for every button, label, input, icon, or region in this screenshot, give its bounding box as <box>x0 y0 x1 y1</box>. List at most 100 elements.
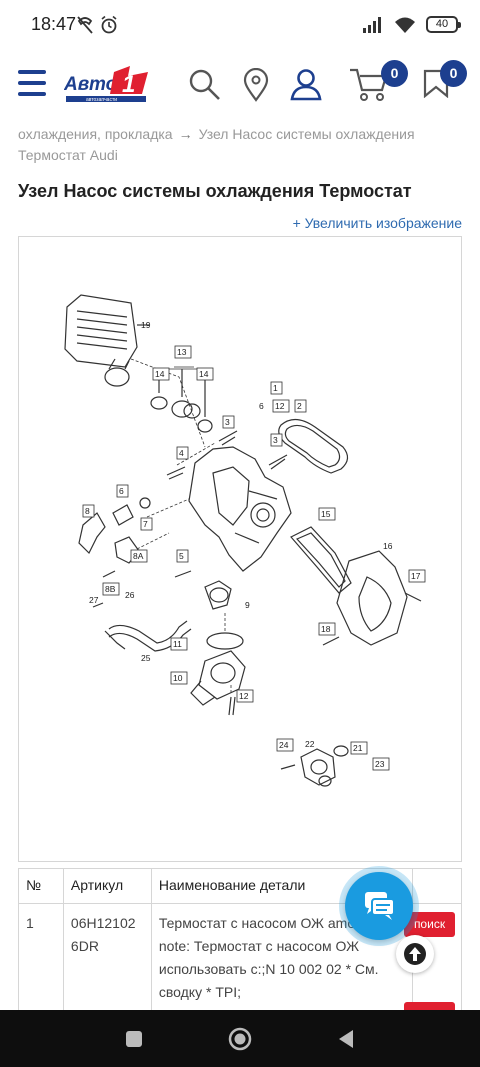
account-icon[interactable] <box>290 68 322 102</box>
callout-label[interactable]: 12 <box>275 401 285 411</box>
col-header-article: Артикул <box>62 868 152 904</box>
callout-box <box>276 738 294 752</box>
breadcrumb-separator: → <box>178 126 193 142</box>
callout-box <box>372 757 390 771</box>
callout-label[interactable]: 11 <box>173 639 182 649</box>
callout-label[interactable]: 8B <box>105 584 116 594</box>
chat-button[interactable] <box>345 872 413 940</box>
callout-label[interactable]: 13 <box>177 347 187 357</box>
mute-call-icon <box>77 16 93 34</box>
breadcrumb: охлаждения, прокладка → Узел Насос системы… <box>18 124 468 166</box>
breadcrumb-current-cont: Термостат Audi <box>18 147 118 163</box>
callout-box <box>130 549 148 563</box>
parts-table: № Артикул Наименование детали 1 06H12102… <box>18 868 462 1030</box>
callout-label[interactable]: 14 <box>199 369 209 379</box>
status-bar: 18:47 40 <box>0 0 480 52</box>
callout-label[interactable]: 26 <box>125 590 135 600</box>
callout-box <box>102 582 120 596</box>
cart-count-badge: 0 <box>381 60 408 87</box>
page-title: Узел Насос системы охлаждения Термостат <box>18 181 412 201</box>
callout-label[interactable]: 3 <box>273 435 278 445</box>
col-header-number: № <box>18 868 64 904</box>
callout-label[interactable]: 8A <box>133 551 144 561</box>
callout-label[interactable]: 1 <box>273 383 278 393</box>
callout-label[interactable]: 10 <box>173 673 183 683</box>
wifi-icon <box>395 17 415 33</box>
callout-label[interactable]: 5 <box>179 551 184 561</box>
callout-label[interactable]: 25 <box>141 653 151 663</box>
callout-box <box>170 637 188 651</box>
svg-text:Авто: Авто <box>64 74 117 95</box>
search-part-button-next[interactable] <box>404 1002 455 1010</box>
cell-name: Термостат с насосом ОЖ amount: 1; note: … <box>150 903 414 1013</box>
site-header: Авто 1 автозапчасти 0 0 <box>0 52 480 122</box>
col-header-action <box>412 868 462 904</box>
wishlist-count-badge: 0 <box>440 60 467 87</box>
callout-label[interactable]: 21 <box>353 743 363 753</box>
breadcrumb-current: Узел Насос системы охлаждения <box>198 126 415 142</box>
callout-box <box>170 671 188 685</box>
table-row: 1 06H12102 6DR Термостат с насосом ОЖ am… <box>18 903 462 1013</box>
callout-box <box>270 381 283 395</box>
callout-box <box>176 549 189 563</box>
cell-article: 06H12102 6DR <box>62 903 152 1013</box>
callout-label[interactable]: 6 <box>259 401 264 411</box>
callout-box <box>174 345 192 359</box>
back-icon[interactable] <box>336 1028 356 1050</box>
menu-icon[interactable] <box>18 70 46 96</box>
callout-box <box>82 504 95 518</box>
callout-box <box>350 741 368 755</box>
callout-label[interactable]: 19 <box>141 320 151 330</box>
callout-box <box>272 399 290 413</box>
callout-label[interactable]: 8 <box>85 506 90 516</box>
system-nav-bar <box>0 1010 480 1067</box>
callout-box <box>140 517 153 531</box>
svg-text:1: 1 <box>122 71 135 98</box>
callout-box <box>176 446 189 460</box>
callout-label[interactable]: 27 <box>89 595 99 605</box>
breadcrumb-prev[interactable]: охлаждения, прокладка <box>18 126 173 142</box>
callout-label[interactable]: 16 <box>383 541 393 551</box>
callout-label[interactable]: 18 <box>321 624 331 634</box>
callout-box <box>116 484 129 498</box>
callout-box <box>222 415 235 429</box>
signal-icon <box>363 16 381 33</box>
callout-box <box>408 569 426 583</box>
callout-label[interactable]: 22 <box>305 739 315 749</box>
svg-text:автозапчасти: автозапчасти <box>86 97 117 103</box>
callout-label[interactable]: 24 <box>279 740 289 750</box>
scroll-to-top-button[interactable] <box>396 935 434 973</box>
callout-label[interactable]: 12 <box>239 691 249 701</box>
cell-number: 1 <box>18 903 64 1013</box>
callout-label[interactable]: 7 <box>143 519 148 529</box>
callout-label[interactable]: 23 <box>375 759 385 769</box>
callout-label[interactable]: 17 <box>411 571 421 581</box>
avto1-logo[interactable]: Авто 1 автозапчасти <box>64 64 152 104</box>
callout-label[interactable]: 4 <box>179 448 184 458</box>
callout-label[interactable]: 2 <box>297 401 302 411</box>
home-icon[interactable] <box>228 1027 252 1051</box>
alarm-icon <box>101 15 117 34</box>
status-time: 18:47 <box>31 14 77 34</box>
callout-box <box>196 367 214 381</box>
enlarge-image-link[interactable]: + Увеличить изображение <box>292 215 462 231</box>
callout-box <box>318 507 336 521</box>
battery-indicator: 40 <box>426 16 461 33</box>
callout-box <box>152 367 170 381</box>
callout-label[interactable]: 9 <box>245 600 250 610</box>
search-part-button[interactable]: поиск <box>404 912 455 937</box>
arrow-up-icon <box>404 943 426 965</box>
callout-box <box>270 433 283 447</box>
callout-box <box>318 622 336 636</box>
callout-label[interactable]: 3 <box>225 417 230 427</box>
search-icon[interactable] <box>188 68 222 102</box>
location-icon[interactable] <box>243 68 269 102</box>
recent-apps-icon[interactable] <box>124 1029 144 1049</box>
callout-label[interactable]: 15 <box>321 509 331 519</box>
callout-box <box>294 399 307 413</box>
callout-box <box>236 689 254 703</box>
callout-label[interactable]: 6 <box>119 486 124 496</box>
callout-label[interactable]: 14 <box>155 369 165 379</box>
